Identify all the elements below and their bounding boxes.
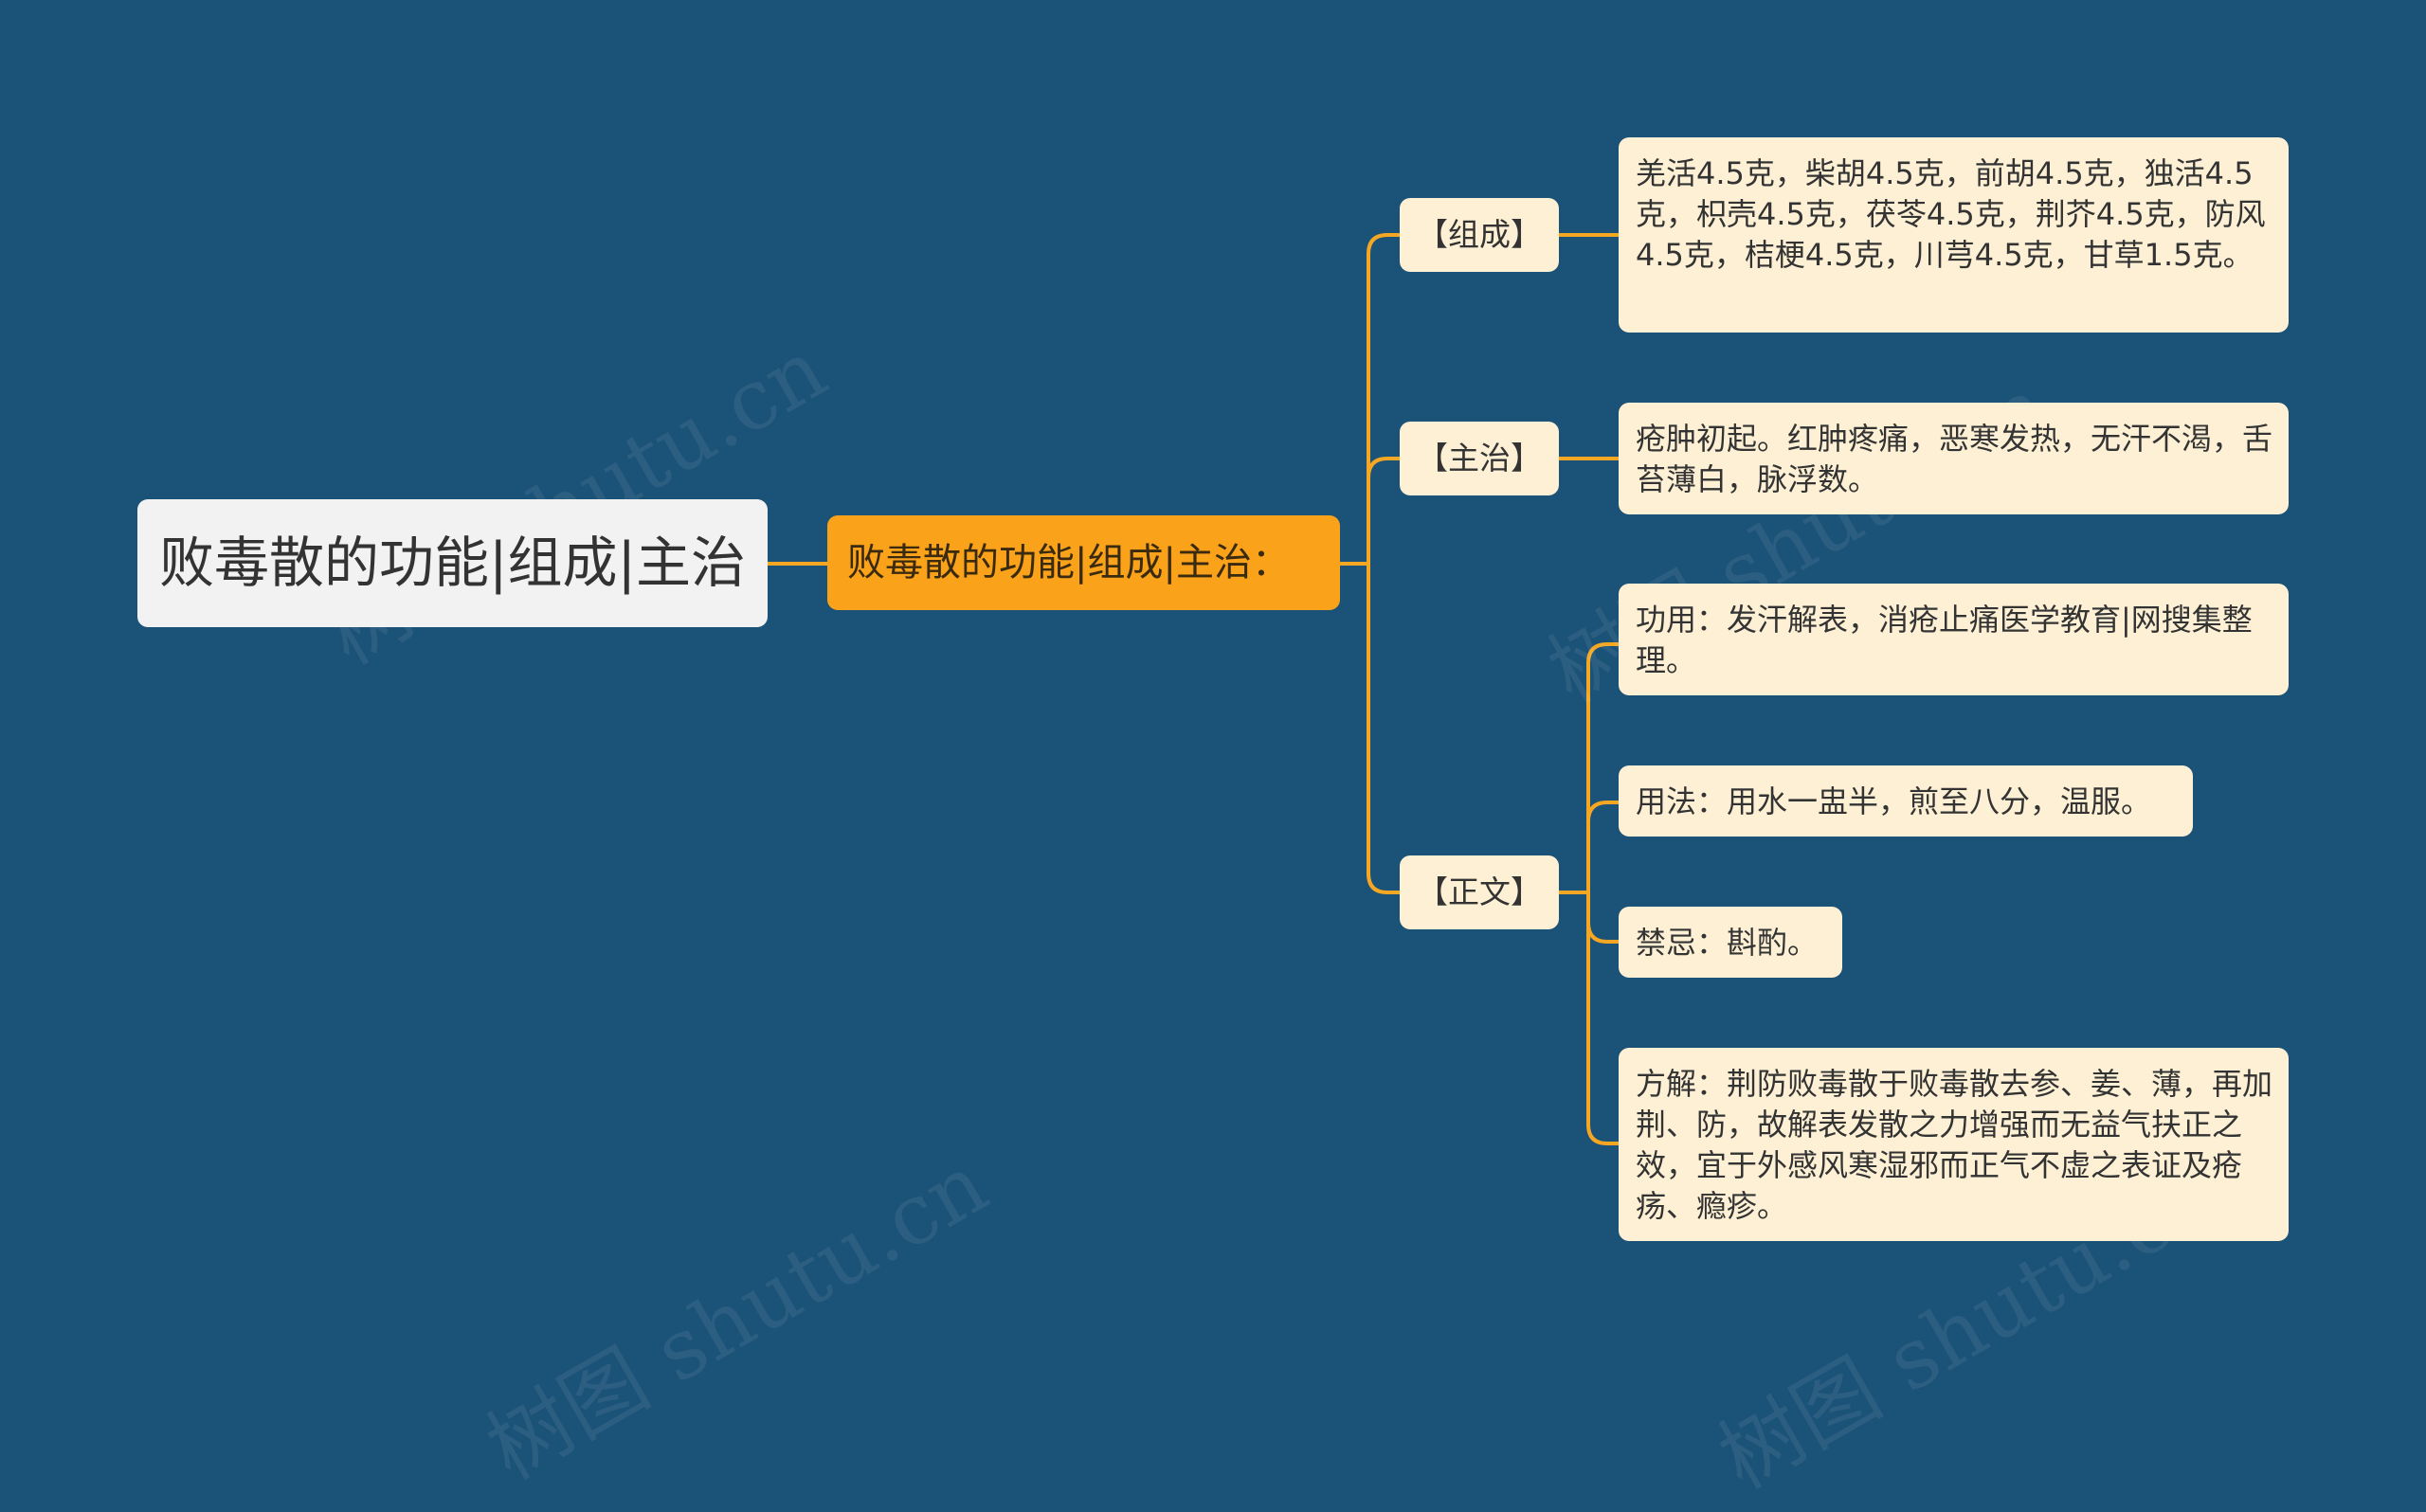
leaf-function[interactable]: 功用：发汗解表，消疮止痛医学教育|网搜集整理。 [1619, 584, 2289, 695]
category-zhuzhi[interactable]: 【主治】 [1400, 422, 1559, 495]
connector-center-zhuzhi [1367, 457, 1402, 566]
leaf-indications[interactable]: 疮肿初起。红肿疼痛，恶寒发热，无汗不渴，舌苔薄白，脉浮数。 [1619, 403, 2289, 514]
root-topic[interactable]: 败毒散的功能|组成|主治 [137, 499, 768, 627]
leaf-formula-explanation[interactable]: 方解：荆防败毒散于败毒散去参、姜、薄，再加荆、防，故解表发散之力增强而无益气扶正… [1619, 1048, 2289, 1241]
connector-zhengwen-jinji [1586, 891, 1620, 944]
category-zucheng[interactable]: 【组成】 [1400, 198, 1559, 272]
connector-zhengwen-yongfa [1586, 801, 1620, 894]
center-topic[interactable]: 败毒散的功能|组成|主治： [827, 515, 1340, 610]
connector-center-zucheng [1367, 233, 1402, 566]
leaf-ingredients[interactable]: 羌活4.5克，柴胡4.5克，前胡4.5克，独活4.5克，枳壳4.5克，茯苓4.5… [1619, 137, 2289, 333]
connector-lines [766, 233, 1620, 1145]
connector-center-zhengwen [1367, 562, 1402, 894]
leaf-contraindication[interactable]: 禁忌：斟酌。 [1619, 907, 1842, 978]
category-zhengwen[interactable]: 【正文】 [1400, 855, 1559, 929]
connector-zhengwen-fangjie [1586, 891, 1620, 1145]
leaf-usage[interactable]: 用法：用水一盅半，煎至八分，温服。 [1619, 765, 2193, 837]
connector-zhengwen-gongyong [1586, 642, 1620, 894]
